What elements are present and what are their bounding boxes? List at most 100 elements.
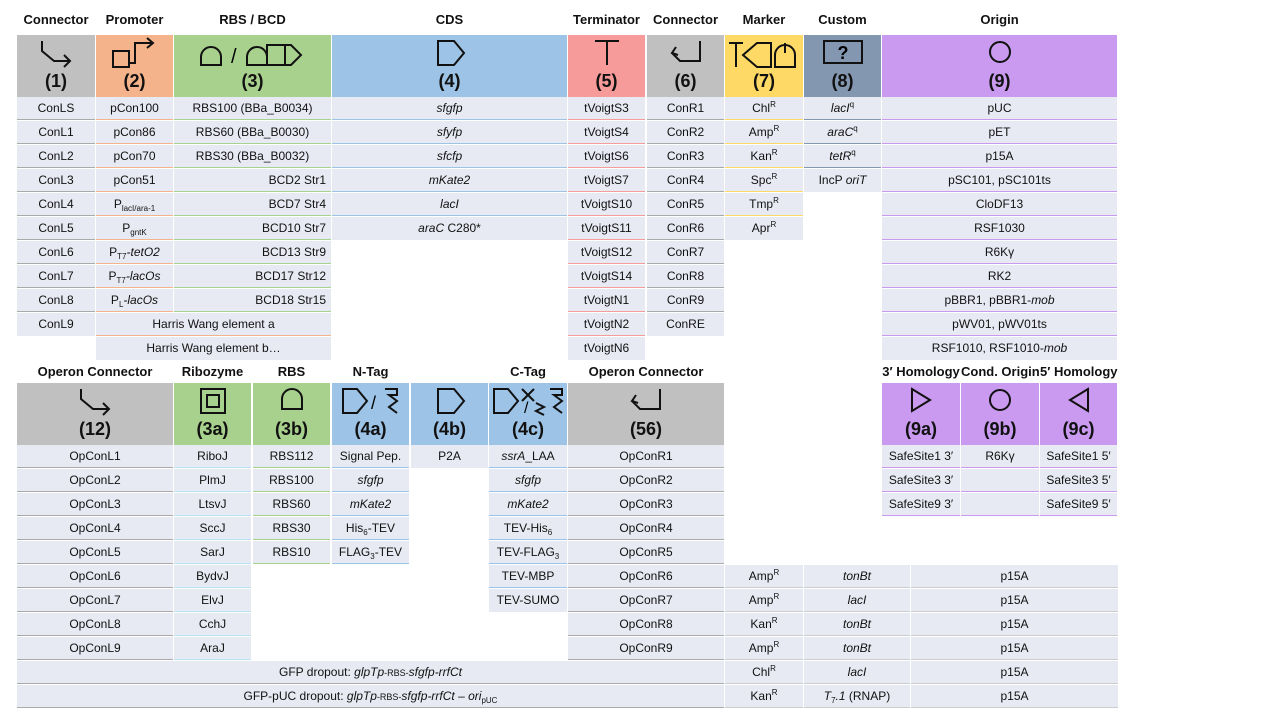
column-number: (2): [123, 71, 146, 91]
terminator-cell: tVoigtN2: [568, 313, 645, 336]
cell-text: R: [771, 688, 778, 697]
cell-text: sfgfp-rrfCt: [401, 689, 455, 703]
promoter-cell: PL-lacOs: [96, 289, 173, 312]
cell-text: ElvJ: [201, 593, 224, 607]
cell-text: -tetO2: [126, 245, 160, 259]
opcon-right-cell: OpConR2: [568, 469, 724, 492]
cell-text: Amp: [748, 569, 774, 583]
homology-5-cell: SafeSite3 5′: [1040, 469, 1117, 492]
connector-cell: ConL2: [17, 145, 95, 168]
terminator-cell: tVoigtS4: [568, 121, 645, 144]
cell-text: C280*: [444, 221, 481, 235]
cell-text: Kan: [750, 149, 772, 163]
promoter-cell: pCon70: [96, 145, 173, 168]
cell-text: mKate2: [428, 173, 471, 187]
cell-text: lacI/ara-1: [121, 204, 156, 213]
cell-text: BCD17 Str12: [255, 269, 326, 283]
opcon-left-cell: OpConL2: [17, 469, 173, 492]
cell-text: P: [113, 197, 122, 211]
column-header: (9a): [882, 383, 960, 445]
column-number: (1): [45, 71, 67, 91]
rbs-bcd-cell: BCD18 Str15: [174, 289, 331, 312]
ribozyme-cell: AraJ: [174, 637, 251, 660]
cell-text: 3: [554, 552, 560, 561]
cell-text: sfgfp: [357, 473, 384, 487]
connector-right-cell: ConR2: [647, 121, 724, 144]
cell-text: ConL8: [38, 293, 74, 307]
cell-text: araC: [418, 221, 445, 235]
cell-text: T7: [117, 252, 127, 261]
cell-text: tVoigtN2: [583, 317, 630, 331]
cell-text: glpTp: [354, 665, 385, 679]
cell-text: Kan: [750, 689, 772, 703]
cell-text: P2A: [438, 449, 461, 463]
cell-text: tVoigtS7: [584, 173, 629, 187]
gfp-dropout-cell: GFP dropout: glpTp-RBS-sfgfp-rrfCt: [17, 661, 724, 684]
vector-origin-cell: p15A: [911, 637, 1118, 660]
cell-text: OpConL8: [69, 617, 121, 631]
cell-text: p15A: [1000, 617, 1029, 631]
marker-cell: TmpR: [725, 193, 803, 216]
connector-cell: ConL5: [17, 217, 95, 240]
cell-text: p15A: [1000, 689, 1029, 703]
rbs-bcd-cell: BCD10 Str7: [174, 217, 331, 240]
cell-text: _LAA: [525, 449, 555, 463]
cell-text: Apr: [751, 221, 771, 235]
cell-text: RBS60: [272, 497, 311, 511]
ribozyme-cell: SarJ: [174, 541, 251, 564]
harris-wang-a-cell: Harris Wang element a: [96, 313, 331, 336]
cell-text: pET: [988, 125, 1011, 139]
vector-marker-cell: AmpR: [725, 637, 803, 660]
rbs-bcd-cell: BCD7 Str4: [174, 193, 331, 216]
column-number: (3b): [275, 419, 308, 439]
cell-text: Kan: [750, 617, 772, 631]
cell-text: R6Kγ: [984, 245, 1015, 259]
opcon-left-cell: OpConL6: [17, 565, 173, 588]
cell-text: 7: [831, 696, 836, 705]
cds-cell: sfcfp: [332, 145, 567, 168]
vector-marker-cell: KanR: [725, 685, 803, 708]
ribozyme-cell: RiboJ: [174, 445, 251, 468]
cell-text: Harris Wang element b…: [146, 341, 281, 355]
cell-text: tVoigtS4: [584, 125, 629, 139]
rbs-cell: RBS60: [253, 493, 330, 516]
cell-text: RBS30: [272, 521, 311, 535]
cell-text: mKate2: [349, 497, 392, 511]
cell-text: ori: [468, 689, 482, 703]
promoter-cell: PT7-lacOs: [96, 265, 173, 288]
c-tag-cell: ssrA_LAA: [489, 445, 567, 468]
rbs-cell: RBS112: [253, 445, 330, 468]
cell-text: ConR7: [666, 245, 705, 259]
cell-text: pCon100: [110, 101, 159, 115]
cell-text: OpConR3: [619, 497, 673, 511]
cell-text: Amp: [748, 641, 774, 655]
cell-text: q: [853, 124, 858, 133]
terminator-cell: tVoigtS6: [568, 145, 645, 168]
cell-text: SafeSite3 5′: [1046, 473, 1111, 487]
cell-text: SafeSite1 5′: [1046, 449, 1111, 463]
promoter-cell: PT7-tetO2: [96, 241, 173, 264]
cell-text: ConL4: [38, 197, 74, 211]
cell-text: His: [345, 521, 364, 535]
cell-text: ConR1: [666, 101, 705, 115]
cell-text: pUC: [987, 101, 1012, 115]
promoter-cell: pCon86: [96, 121, 173, 144]
cell-text: sfgfp-rrfCt: [408, 665, 463, 679]
cell-text: pCon86: [113, 125, 156, 139]
cell-text: ConL7: [38, 269, 74, 283]
vector-gene-cell: T7.1 (RNAP): [804, 685, 910, 708]
opcon-right-cell: OpConR7: [568, 589, 724, 612]
terminator-cell: tVoigtS14: [568, 265, 645, 288]
column-header: (4b): [411, 383, 488, 445]
origin-cell: RSF1010, RSF1010-mob: [882, 337, 1117, 360]
cell-text: p15A: [1000, 593, 1029, 607]
c-tag-cell: sfgfp: [489, 469, 567, 492]
column-title: Cond. Origin: [961, 364, 1040, 379]
terminator-cell: tVoigtS12: [568, 241, 645, 264]
column-header: (3a): [174, 383, 251, 445]
opcon-left-cell: OpConL5: [17, 541, 173, 564]
column-header: (4): [332, 35, 567, 97]
rbs-cell: RBS100: [253, 469, 330, 492]
cell-text: Signal Pep.: [339, 449, 402, 463]
